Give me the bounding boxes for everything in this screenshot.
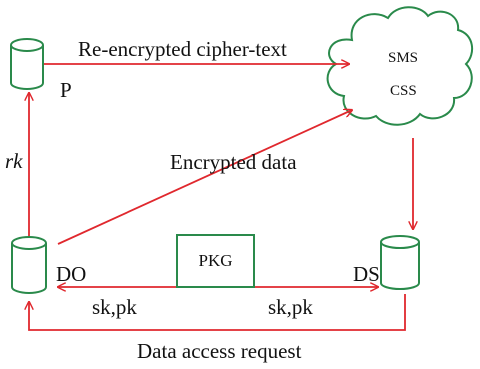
cloud-label-css: CSS [390, 83, 417, 99]
edge-label-data-access: Data access request [137, 339, 302, 363]
cloud-label-sms: SMS [388, 50, 419, 66]
do-label: DO [56, 262, 87, 286]
pkg-label: PKG [198, 251, 233, 270]
ds-cylinder-icon [380, 235, 420, 290]
edge-label-skpk-right: sk,pk [268, 295, 313, 319]
arrow-do-to-cloud [57, 110, 352, 245]
edge-label-skpk-left: sk,pk [92, 295, 137, 319]
ds-label: DS [353, 262, 380, 286]
arrow-ds-to-do [29, 294, 406, 331]
edge-label-rk: rk [5, 149, 23, 173]
p-label: P [60, 78, 72, 102]
edge-label-encrypted: Encrypted data [170, 150, 297, 174]
pkg-node: PKG [176, 234, 255, 288]
edge-label-reencrypted: Re-encrypted cipher-text [78, 37, 287, 61]
cloud-shape [326, 6, 474, 126]
p-cylinder-icon [10, 38, 44, 90]
do-cylinder-icon [11, 236, 47, 294]
